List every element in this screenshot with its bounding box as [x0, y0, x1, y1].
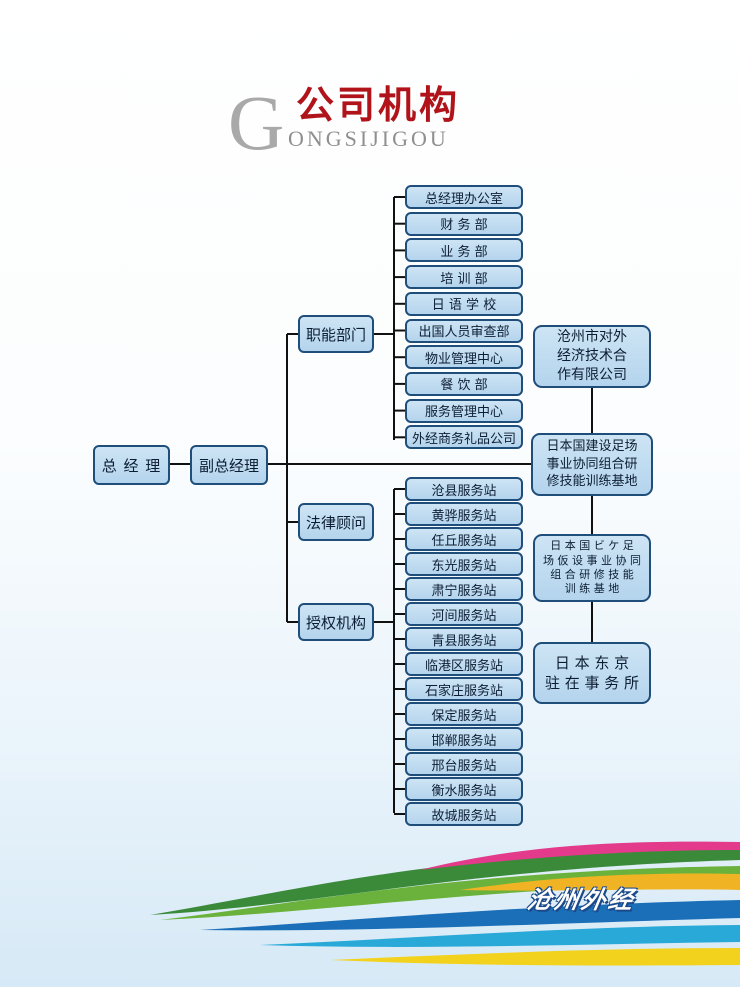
functional-department-box: 物业管理中心: [405, 345, 523, 370]
japan-training-base-box: 日本国建设足场 事业协同组合研 修技能训练基地: [531, 433, 653, 496]
info-line: 日本国建设足场: [546, 439, 638, 455]
info-line: 训 练 基 地: [564, 582, 620, 596]
service-station-box: 沧县服务站: [405, 477, 523, 501]
info-line: 日 本 国 ビ ケ 足: [550, 539, 634, 553]
footer-logo: 沧州外经: [525, 885, 639, 914]
general-manager-box: 总 经 理: [93, 445, 170, 485]
info-line: 作有限公司: [557, 366, 627, 383]
functional-department-box: 培 训 部: [405, 265, 523, 290]
service-station-box: 临港区服务站: [405, 652, 523, 676]
service-station-box: 河间服务站: [405, 602, 523, 626]
functional-department-box: 业 务 部: [405, 238, 523, 263]
deputy-general-manager-box: 副总经理: [190, 445, 268, 485]
service-station-box: 衡水服务站: [405, 777, 523, 801]
functional-department-box: 总经理办公室: [405, 185, 523, 209]
info-line: 沧州市对外: [557, 329, 627, 346]
ribbon-decoration: [150, 841, 740, 966]
functional-department-box: 外经商务礼品公司: [405, 425, 523, 450]
authorized-agencies-box: 授权机构: [298, 603, 374, 641]
functional-department-box: 餐 饮 部: [405, 371, 523, 396]
service-station-box: 保定服务站: [405, 702, 523, 726]
cangzhou-company-box: 沧州市对外 经济技术合 作有限公司: [533, 325, 651, 388]
page-title: 公司机构: [296, 83, 461, 127]
functional-departments-box: 职能部门: [298, 315, 374, 353]
info-line: 事业协同组合研: [546, 456, 638, 472]
service-station-box: 东光服务站: [405, 552, 523, 576]
service-station-box: 青县服务站: [405, 627, 523, 651]
service-station-box: 故城服务站: [405, 802, 523, 826]
functional-department-box: 财 务 部: [405, 211, 523, 236]
pinyin-initial-g: G: [228, 79, 285, 166]
service-station-box: 邯郸服务站: [405, 727, 523, 751]
info-line: 组 合 研 修 技 能: [550, 568, 634, 581]
service-station-box: 任丘服务站: [405, 527, 523, 551]
info-line: 修技能训练基地: [546, 474, 638, 490]
functional-department-box: 日 语 学 校: [405, 291, 523, 316]
japan-scaffolding-base-box: 日 本 国 ビ ケ 足 场 仮 设 事 业 协 同 组 合 研 修 技 能 训 …: [533, 534, 651, 602]
service-station-box: 邢台服务站: [405, 752, 523, 776]
tokyo-office-box: 日 本 东 京 驻 在 事 务 所: [533, 642, 651, 704]
service-station-box: 石家庄服务站: [405, 677, 523, 701]
info-line: 驻 在 事 务 所: [544, 674, 640, 692]
info-line: 日 本 东 京: [554, 653, 630, 672]
service-station-box: 黄骅服务站: [405, 502, 523, 526]
functional-department-box: 服务管理中心: [405, 398, 523, 423]
info-line: 场 仮 设 事 业 协 同: [543, 553, 641, 567]
functional-department-box: 出国人员审查部: [405, 318, 523, 343]
service-station-box: 肃宁服务站: [405, 577, 523, 601]
page-subtitle-pinyin: ONGSIJIGOU: [288, 126, 449, 151]
info-line: 经济技术合: [557, 348, 627, 365]
legal-advisor-box: 法律顾问: [298, 503, 374, 541]
